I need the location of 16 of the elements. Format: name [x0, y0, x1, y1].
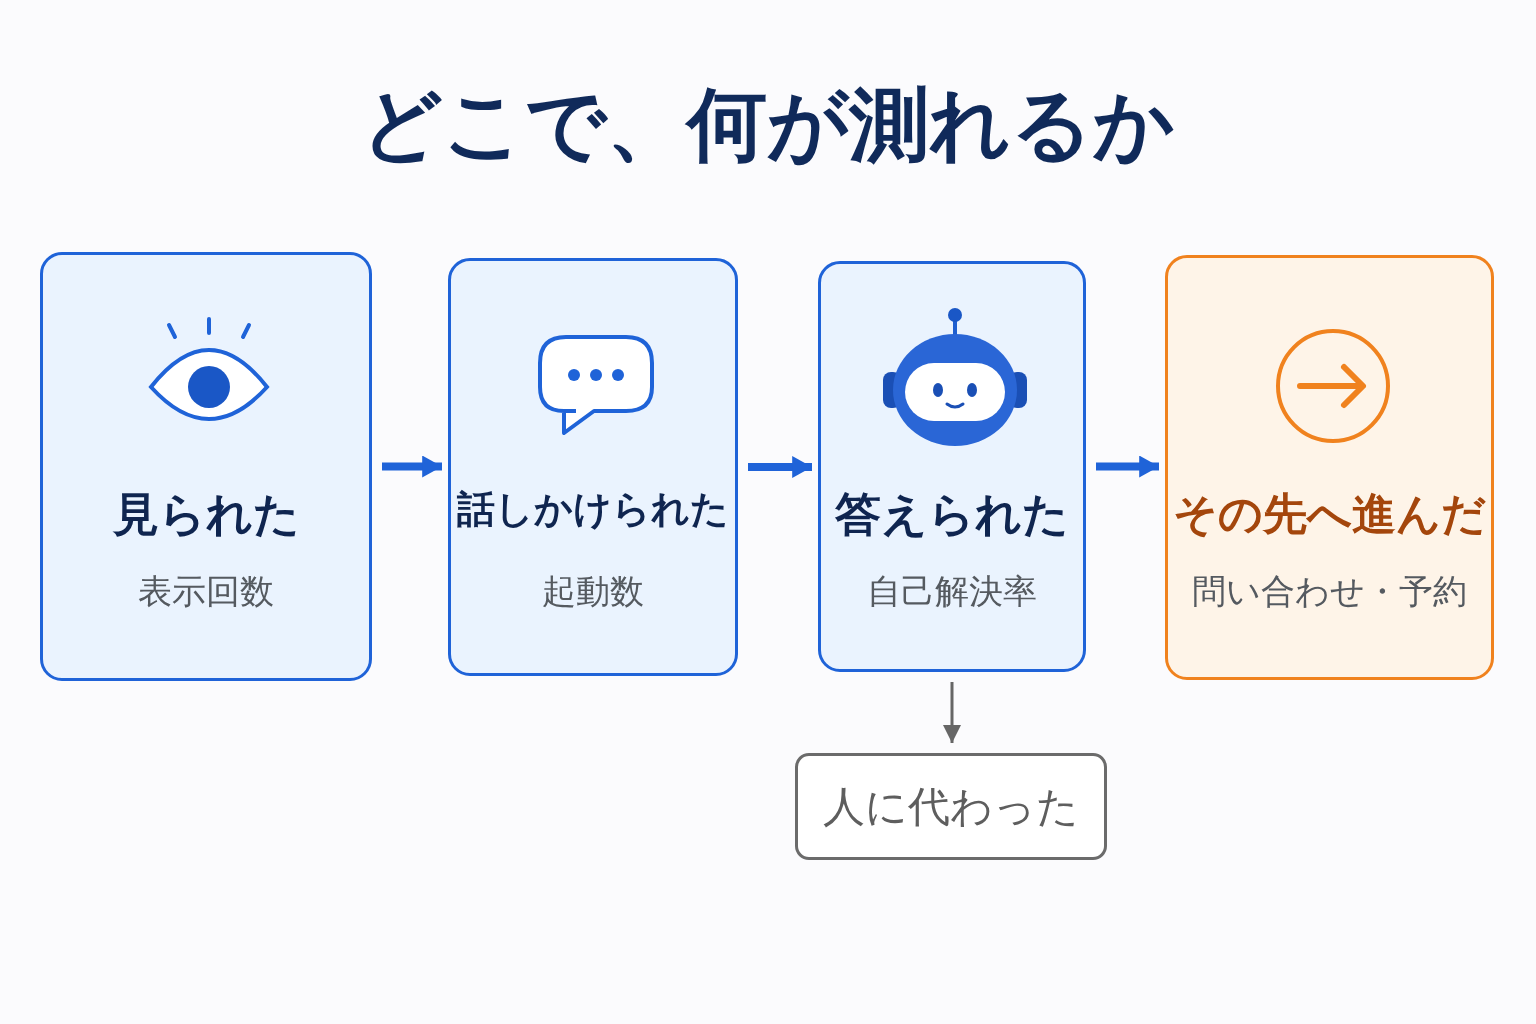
- metric-label: 自己解決率: [867, 570, 1037, 613]
- metric-label: 問い合わせ・予約: [1192, 570, 1467, 613]
- title: どこで、何が測れるか: [360, 77, 1176, 173]
- stage-heading: 話しかけられた: [457, 486, 729, 533]
- metric-label: 起動数: [542, 570, 644, 613]
- metric-label: 表示回数: [138, 570, 274, 613]
- arrow: [943, 682, 961, 743]
- stage-card: [818, 261, 1086, 672]
- outcome-box: [795, 753, 1107, 860]
- stage-heading: 答えられた: [835, 486, 1069, 543]
- stage-card: [448, 258, 738, 676]
- stage-card: [1165, 255, 1494, 680]
- stage-heading: その先へ進んだ: [1173, 487, 1486, 541]
- stage-card: [40, 252, 372, 681]
- outcome-label: 人に代わった: [823, 780, 1079, 833]
- stage-heading: 見られた: [112, 486, 300, 543]
